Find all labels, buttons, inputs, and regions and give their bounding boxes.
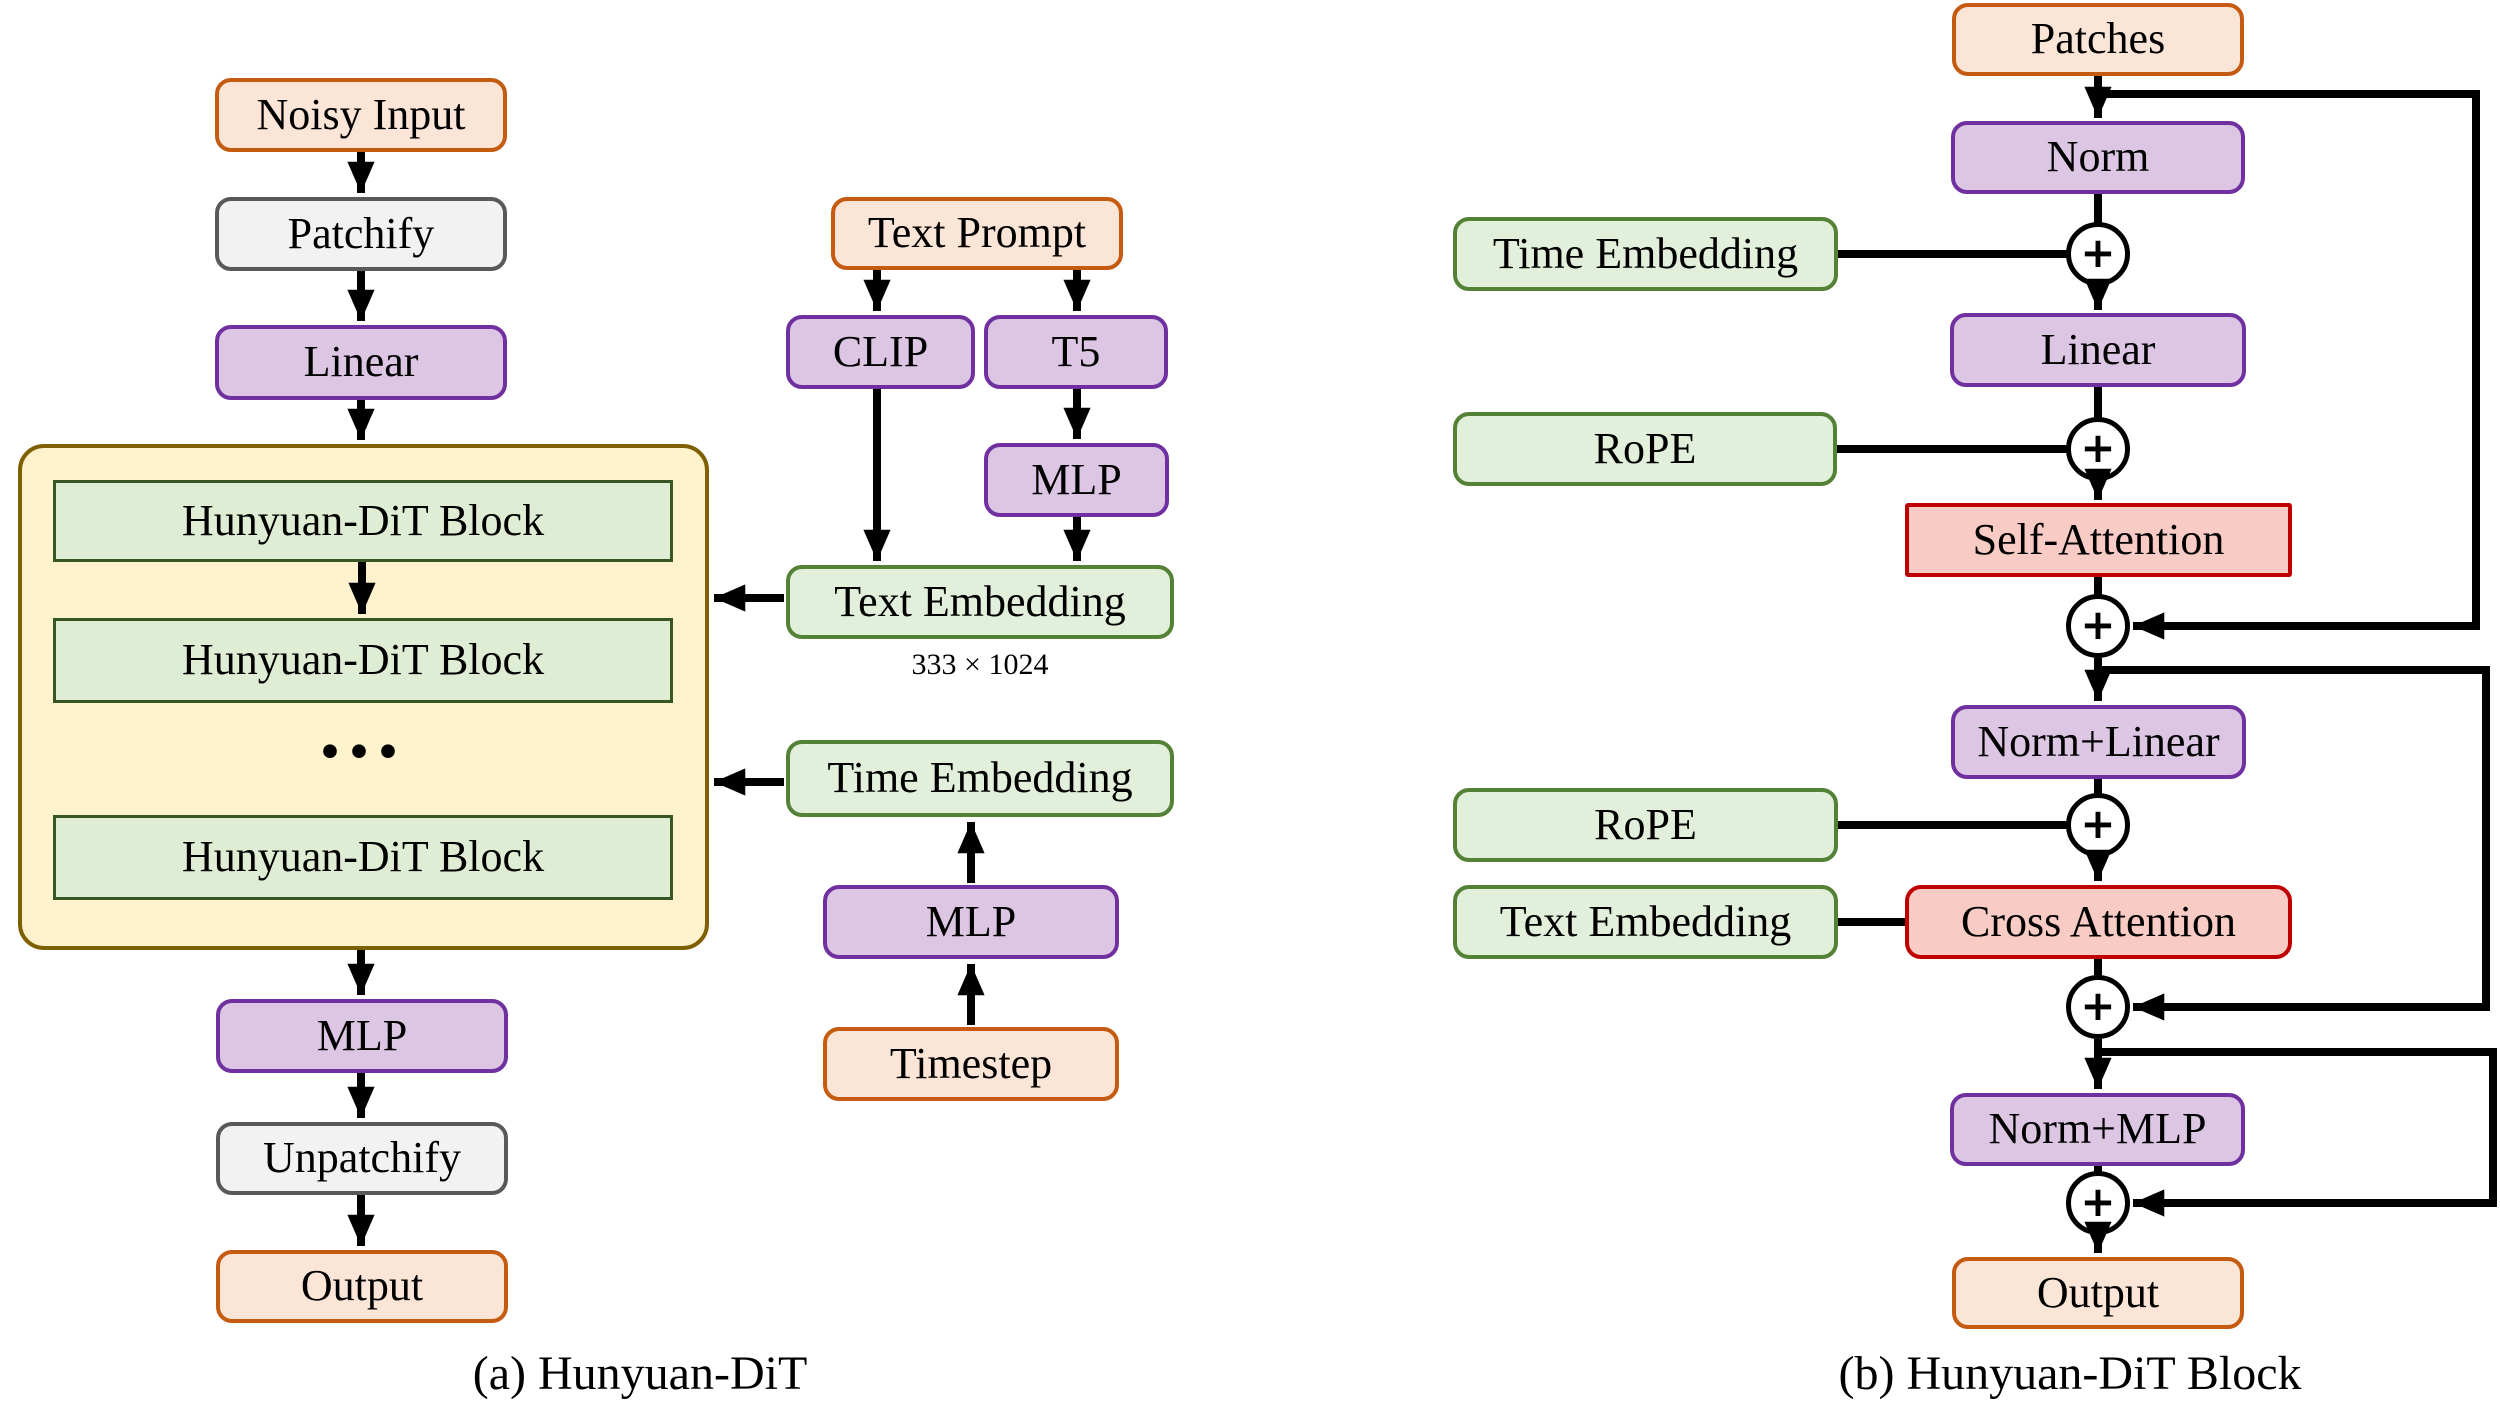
node-patchify: Patchify (215, 197, 507, 271)
node-text-embedding-a: Text Embedding (786, 565, 1174, 639)
add-circle-4: + (2066, 793, 2130, 857)
panel-b-caption: (b) Hunyuan-DiT Block (1838, 1347, 2302, 1400)
node-mlp-time: MLP (823, 885, 1119, 959)
node-cross-attention: Cross Attention (1905, 885, 2292, 959)
node-unpatchify: Unpatchify (216, 1122, 508, 1195)
node-rope-2: RoPE (1453, 788, 1838, 862)
node-norm: Norm (1951, 121, 2245, 194)
node-timestep: Timestep (823, 1027, 1119, 1101)
node-patches: Patches (1952, 3, 2244, 76)
node-hunyuan-dit-block-3: Hunyuan-DiT Block (53, 815, 673, 900)
add-circle-5: + (2066, 975, 2130, 1039)
node-clip: CLIP (786, 315, 975, 389)
node-linear-b: Linear (1950, 313, 2246, 387)
add-circle-2: + (2066, 417, 2130, 481)
node-text-prompt: Text Prompt (831, 197, 1123, 270)
node-self-attention: Self-Attention (1905, 503, 2292, 577)
add-circle-6: + (2066, 1171, 2130, 1235)
text-embedding-dim-label: 333 × 1024 (911, 648, 1049, 681)
node-noisy-input: Noisy Input (215, 78, 507, 152)
node-norm-linear: Norm+Linear (1951, 705, 2246, 779)
node-rope-1: RoPE (1453, 412, 1837, 486)
node-time-embedding-b: Time Embedding (1453, 217, 1838, 291)
node-mlp-text: MLP (984, 443, 1169, 517)
panel-a-caption: (a) Hunyuan-DiT (472, 1347, 808, 1400)
node-linear-a: Linear (215, 325, 507, 400)
node-text-embedding-b: Text Embedding (1453, 885, 1838, 959)
ellipsis-dots: ... (319, 683, 407, 776)
node-mlp-out: MLP (216, 999, 508, 1073)
node-hunyuan-dit-block-2: Hunyuan-DiT Block (53, 618, 673, 703)
node-hunyuan-dit-block-1: Hunyuan-DiT Block (53, 480, 673, 562)
node-output-b: Output (1952, 1257, 2244, 1329)
node-time-embedding-a: Time Embedding (786, 740, 1174, 817)
node-t5: T5 (984, 315, 1168, 389)
node-norm-mlp: Norm+MLP (1950, 1093, 2245, 1166)
node-output-a: Output (216, 1250, 508, 1323)
add-circle-1: + (2066, 222, 2130, 286)
add-circle-3: + (2066, 594, 2130, 658)
